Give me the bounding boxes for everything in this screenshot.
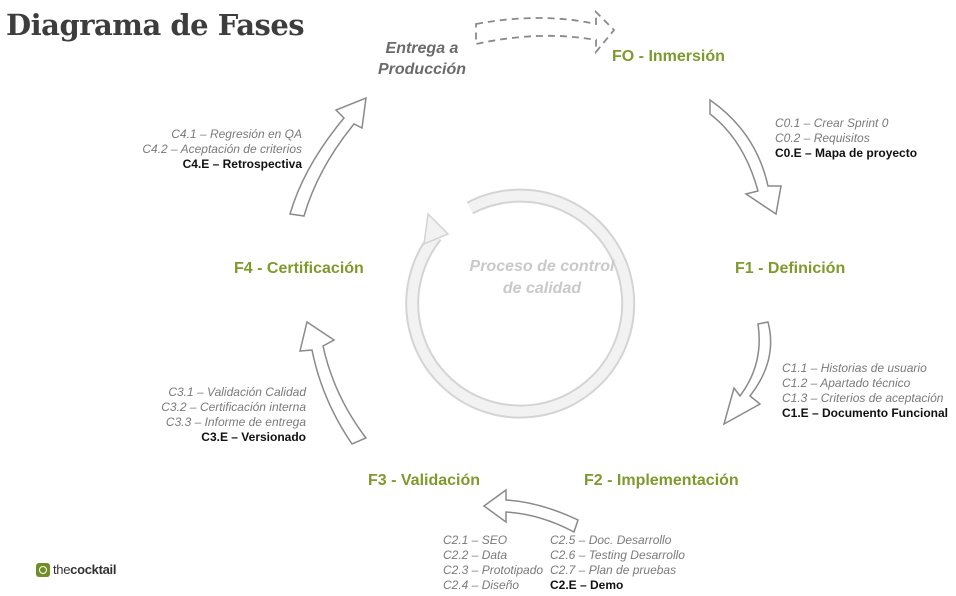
arrow-f0-to-f1 bbox=[709, 98, 782, 216]
tasks-f0: C0.1 – Crear Sprint 0 C0.2 – Requisitos … bbox=[775, 116, 917, 161]
task-deliverable: C2.E – Demo bbox=[550, 578, 624, 592]
task-item: C2.4 – Diseño bbox=[443, 578, 520, 592]
logo-text-the: the bbox=[53, 562, 71, 577]
task-item: C2.5 – Doc. Desarrollo bbox=[550, 533, 672, 547]
logo-text-cocktail: cocktail bbox=[70, 562, 117, 577]
task-deliverable: C1.E – Documento Funcional bbox=[782, 406, 949, 420]
task-item: C0.1 – Crear Sprint 0 bbox=[775, 116, 889, 130]
arrow-f4-to-delivery bbox=[289, 96, 367, 217]
task-deliverable: C0.E – Mapa de proyecto bbox=[775, 146, 918, 160]
tasks-f2-left: C2.1 – SEO C2.2 – Data C2.3 – Prototipad… bbox=[443, 533, 543, 593]
task-item: C1.2 – Apartado técnico bbox=[782, 376, 911, 390]
tasks-f2-right: C2.5 – Doc. Desarrollo C2.6 – Testing De… bbox=[550, 533, 685, 593]
task-item: C4.2 – Aceptación de criterios bbox=[142, 142, 302, 156]
task-item: C2.2 – Data bbox=[443, 548, 508, 562]
task-item: C2.7 – Plan de pruebas bbox=[550, 563, 677, 577]
delivery-label-line1: Entrega a bbox=[385, 40, 459, 57]
phase-f2-label: F2 - Implementación bbox=[584, 472, 739, 489]
delivery-label-line2: Producción bbox=[377, 61, 466, 78]
task-deliverable: C4.E – Retrospectiva bbox=[182, 157, 302, 171]
phase-f3-label: F3 - Validación bbox=[368, 472, 481, 489]
page-title: Diagrama de Fases bbox=[6, 8, 305, 42]
task-item: C3.1 – Validación Calidad bbox=[168, 385, 306, 399]
center-label: Proceso de control de calidad bbox=[452, 256, 632, 300]
tasks-f3: C3.1 – Validación Calidad C3.2 – Certifi… bbox=[161, 385, 306, 445]
center-label-line2: de calidad bbox=[502, 280, 582, 297]
delivery-label: Entrega a Producción bbox=[362, 38, 482, 80]
task-item: C2.6 – Testing Desarrollo bbox=[550, 548, 685, 562]
arrow-f1-to-f2 bbox=[722, 321, 772, 426]
tasks-f1: C1.1 – Historias de usuario C1.2 – Apart… bbox=[782, 361, 948, 421]
arrow-f3-to-f4 bbox=[299, 320, 368, 445]
task-item: C2.1 – SEO bbox=[443, 533, 508, 547]
phase-f4-label: F4 - Certificación bbox=[234, 260, 364, 277]
task-item: C4.1 – Regresión en QA bbox=[171, 127, 302, 141]
logo-mark-icon bbox=[36, 562, 50, 577]
the-cocktail-logo: thecocktail bbox=[36, 562, 116, 577]
phase-f0-label: FO - Inmersión bbox=[612, 48, 725, 65]
arrow-f2-to-f3 bbox=[482, 488, 579, 534]
logo-text: thecocktail bbox=[53, 562, 116, 577]
tasks-f4: C4.1 – Regresión en QA C4.2 – Aceptación… bbox=[142, 127, 302, 172]
task-item: C3.2 – Certificación interna bbox=[161, 400, 306, 414]
delivery-dashed-arrow bbox=[475, 9, 616, 55]
center-label-line1: Proceso de control bbox=[469, 258, 615, 275]
task-deliverable: C3.E – Versionado bbox=[201, 430, 306, 444]
task-item: C2.3 – Prototipado bbox=[443, 563, 544, 577]
phase-f1-label: F1 - Definición bbox=[735, 260, 846, 277]
task-item: C3.3 – Informe de entrega bbox=[165, 415, 306, 429]
task-item: C1.1 – Historias de usuario bbox=[782, 361, 927, 375]
task-item: C0.2 – Requisitos bbox=[775, 131, 870, 145]
task-item: C1.3 – Criterios de aceptación bbox=[782, 391, 944, 405]
center-cycle-arrow bbox=[405, 188, 636, 419]
